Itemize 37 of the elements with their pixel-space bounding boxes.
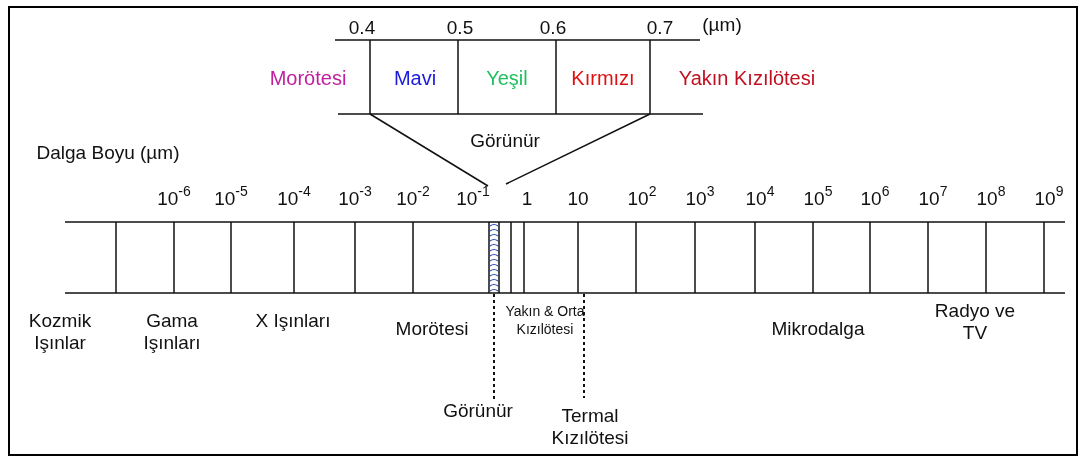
tick-label: 10$^{6}$ [859, 188, 891, 210]
band-label: Mavi [392, 66, 438, 90]
band-label: Morötesi [268, 66, 348, 90]
tick-label: 10$^{3}$ [684, 188, 716, 210]
scale-value: 0.7 [645, 17, 675, 39]
tick-label: 10$^{4}$ [744, 188, 776, 210]
tick-label: 10$^{2}$ [626, 188, 658, 210]
tick-label: 10$^{7}$ [917, 188, 949, 210]
axis-title: Dalga Boyu (µm) [35, 142, 181, 164]
band-label: Yakın Kızılötesi [677, 66, 817, 90]
scale-value: 0.4 [347, 17, 377, 39]
region-label: Morötesi [394, 318, 470, 340]
tick-label: 10$^{5}$ [802, 188, 834, 210]
region-label: Görünür [442, 400, 514, 422]
region-label: Kozmik Işınlar [27, 310, 93, 354]
tick-label: 10 [566, 188, 590, 210]
region-label: X Işınları [254, 310, 332, 332]
region-label: Radyo ve TV [933, 300, 1017, 344]
region-label: Gama Işınları [142, 310, 202, 354]
region-label: Termal Kızılötesi [550, 405, 630, 449]
unit-label: (µm) [701, 14, 743, 36]
tick-label: 10$^{8}$ [975, 188, 1007, 210]
scale-value: 0.6 [538, 17, 568, 39]
band-label: Yeşil [485, 66, 529, 90]
tick-label: 10$^{-2}$ [395, 188, 431, 210]
region-label: Yakın & Orta Kızılötesi [504, 302, 586, 338]
tick-label: 10$^{-5}$ [213, 188, 249, 210]
scale-value: 0.5 [445, 17, 475, 39]
band-label: Kırmızı [570, 66, 636, 90]
band-title: Görünür [469, 130, 541, 152]
tick-label: 10$^{9}$ [1033, 188, 1065, 210]
region-label: Mikrodalga [770, 318, 866, 340]
tick-label: 10$^{-1}$ [455, 188, 491, 210]
tick-label: 1 [520, 188, 534, 210]
tick-label: 10$^{-6}$ [156, 188, 192, 210]
tick-label: 10$^{-3}$ [337, 188, 373, 210]
tick-label: 10$^{-4}$ [276, 188, 312, 210]
